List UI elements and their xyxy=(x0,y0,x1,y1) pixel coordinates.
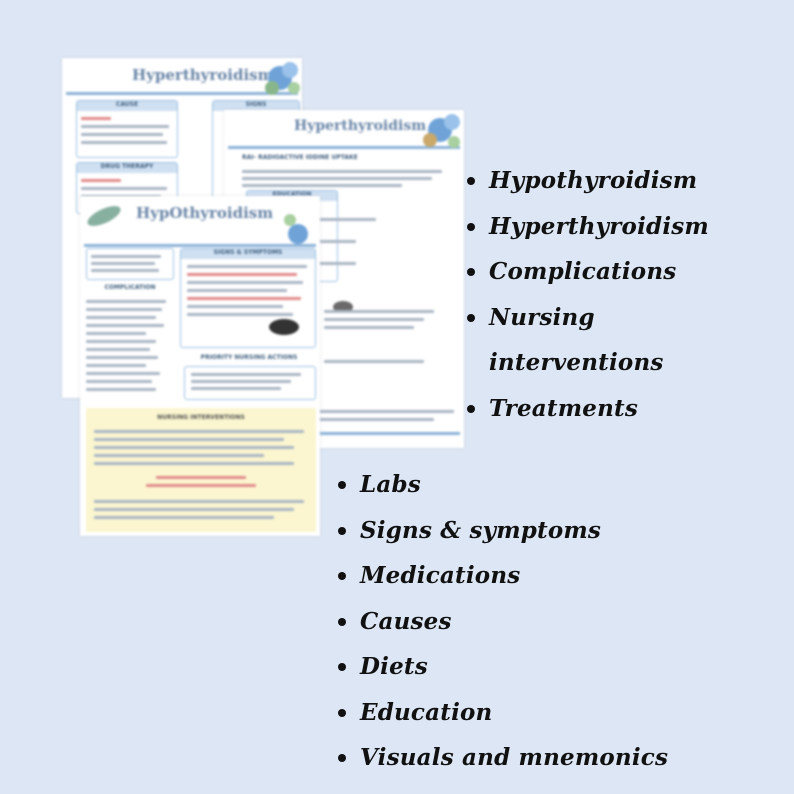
divider xyxy=(228,432,460,435)
divider xyxy=(84,244,316,247)
flower-icon xyxy=(284,214,308,244)
list-item: Medications xyxy=(338,553,668,599)
list-item: Diets xyxy=(338,644,668,690)
leaf-icon xyxy=(87,206,121,226)
list-item: Treatments xyxy=(467,386,709,432)
list-item: Visuals and mnemonics xyxy=(338,735,668,781)
list-item: Causes xyxy=(338,599,668,645)
labs-box xyxy=(86,248,174,280)
page-title: Hyperthyroidism xyxy=(294,118,427,134)
list-item: Education xyxy=(338,690,668,736)
section-header: PRIORITY NURSING ACTIONS xyxy=(200,354,298,361)
list-item: Hyperthyroidism xyxy=(467,204,709,250)
section-header: DRUG THERAPY xyxy=(77,163,177,173)
list-item: Signs & symptoms xyxy=(338,508,668,554)
cause-box: CAUSE xyxy=(76,100,178,158)
flower-icon xyxy=(265,62,300,95)
section-header: NURSING INTERVENTIONS xyxy=(157,414,245,421)
divider xyxy=(66,92,298,95)
section-header: RAI- RADIOACTIVE IODINE UPTAKE xyxy=(242,154,358,161)
section-header: COMPLICATION xyxy=(104,284,156,291)
section-header: SIGNS & SYMPTOMS xyxy=(181,249,315,259)
list-item: Labs xyxy=(338,462,668,508)
animal-icon xyxy=(269,319,299,335)
divider xyxy=(228,146,460,149)
section-header: CAUSE xyxy=(77,101,177,111)
list-item: Nursing xyxy=(467,295,709,341)
list-item-continuation: interventions xyxy=(489,349,664,376)
nursing-interventions-panel: NURSING INTERVENTIONS xyxy=(86,408,316,532)
section-header: SIGNS xyxy=(213,101,299,111)
list-item: Complications xyxy=(467,249,709,295)
list-item: Hypothyroidism xyxy=(467,158,709,204)
priority-actions-box xyxy=(184,366,316,400)
page-title: Hyperthyroidism xyxy=(132,66,274,84)
preview-page-hypothyroidism: HypOthyroidism SIGNS & SYMPTOMS COMPLICA… xyxy=(80,196,320,536)
topics-list-bottom: Labs Signs & symptoms Medications Causes… xyxy=(338,462,668,781)
page-title: HypOthyroidism xyxy=(136,204,274,222)
topics-list-right: Hypothyroidism Hyperthyroidism Complicat… xyxy=(467,158,709,431)
flower-icon xyxy=(423,114,460,148)
